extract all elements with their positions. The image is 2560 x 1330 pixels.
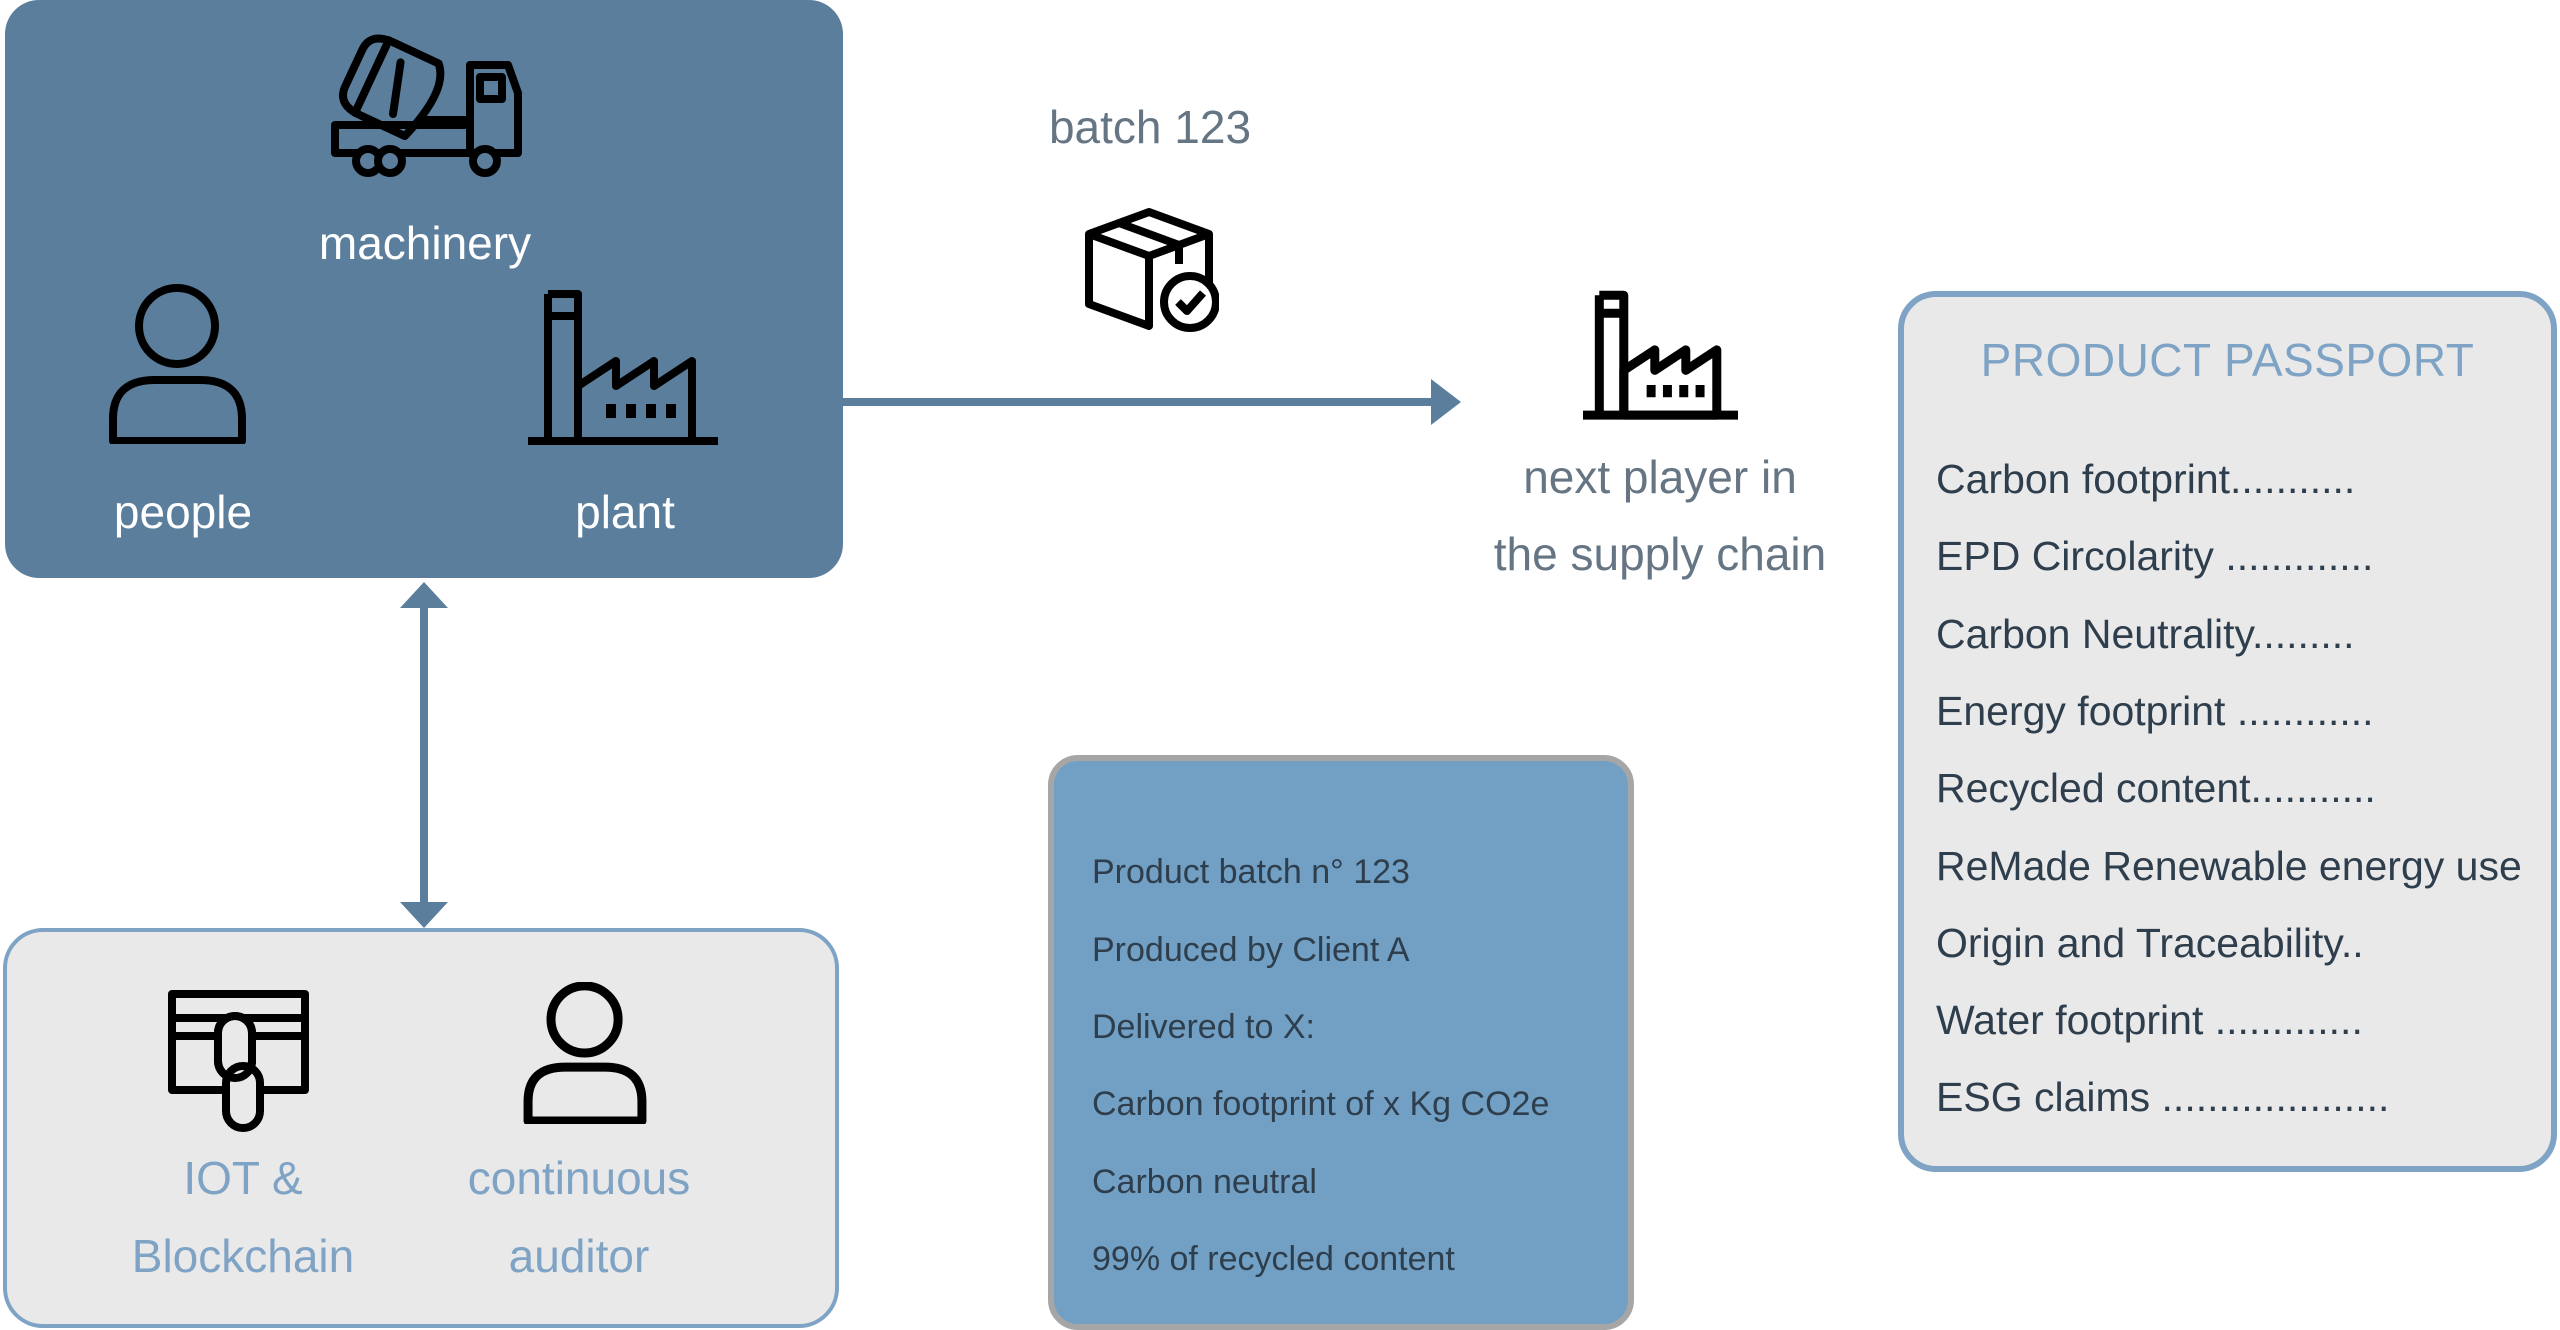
- auditor-line2: auditor: [508, 1230, 650, 1282]
- iot-line2: Blockchain: [131, 1230, 355, 1282]
- next-player-line1: next player in: [1523, 451, 1797, 503]
- passport-item: Origin and Traceability..: [1936, 920, 2364, 966]
- package-check-icon: [1084, 204, 1219, 334]
- passport-item: Energy footprint ............: [1936, 688, 2374, 734]
- iot-auditor-box: IOT & Blockchain continuous auditor: [3, 928, 839, 1328]
- passport-item: ESG claims ....................: [1936, 1074, 2390, 1120]
- batch-info-line: Product batch n° 123: [1092, 853, 1410, 891]
- passport-item: ReMade Renewable energy use: [1936, 843, 2522, 889]
- passport-item: Water footprint .............: [1936, 997, 2363, 1043]
- batch-info-line: Delivered to X:: [1092, 1008, 1315, 1046]
- passport-title: PRODUCT PASSPORT: [1980, 334, 2475, 386]
- batch-info-line: Carbon neutral: [1092, 1163, 1317, 1201]
- batch-info-line: Produced by Client A: [1092, 931, 1410, 969]
- flow-arrow: [843, 375, 1463, 431]
- batch-info-line: Carbon footprint of x Kg CO2e: [1092, 1085, 1550, 1123]
- plant-factory-icon: [528, 286, 718, 446]
- batch-label: batch 123: [1048, 101, 1252, 153]
- auditor-person-icon: [521, 982, 649, 1124]
- sync-double-arrow: [398, 580, 450, 930]
- plant-label: plant: [575, 486, 675, 538]
- auditor-line1: continuous: [467, 1152, 691, 1204]
- iot-line1: IOT &: [183, 1152, 303, 1204]
- batch-info-box: Product batch n° 123 Produced by Client …: [1048, 755, 1634, 1330]
- next-player-line2: the supply chain: [1493, 528, 1827, 580]
- production-box: machinery people plant: [5, 0, 843, 578]
- passport-item: EPD Circolarity .............: [1936, 533, 2374, 579]
- blockchain-link-icon: [166, 988, 311, 1138]
- product-passport: PRODUCT PASSPORT Carbon footprint.......…: [1898, 291, 2557, 1172]
- passport-item: Recycled content...........: [1936, 765, 2376, 811]
- machinery-label: machinery: [318, 217, 532, 269]
- passport-item: Carbon Neutrality.........: [1936, 611, 2355, 657]
- mixer-truck-icon: [330, 25, 525, 180]
- people-person-icon: [105, 284, 250, 444]
- people-label: people: [113, 486, 253, 538]
- batch-info-line: 99% of recycled content: [1092, 1240, 1455, 1278]
- passport-item: Carbon footprint...........: [1936, 456, 2356, 502]
- next-player-factory-icon: [1583, 288, 1738, 420]
